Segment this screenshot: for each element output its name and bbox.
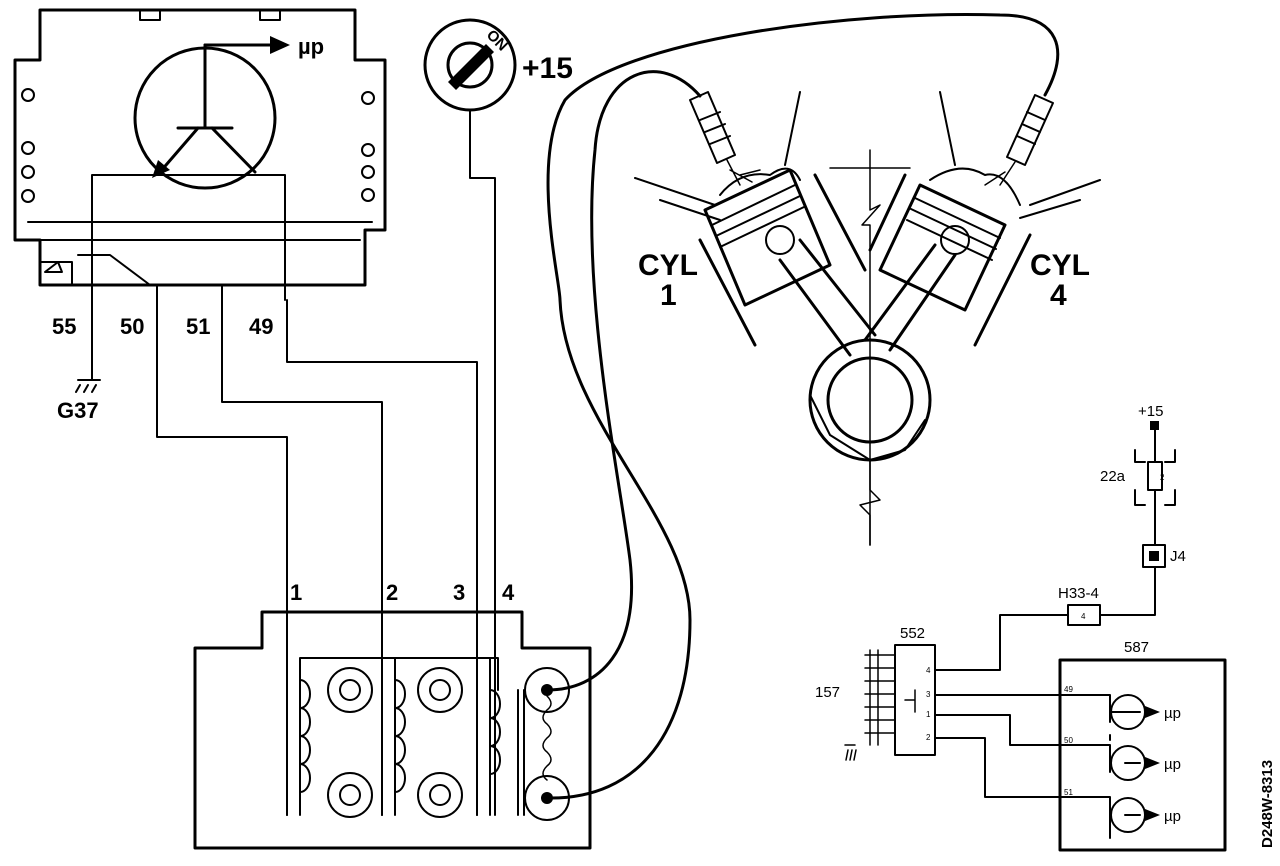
ignition-switch: ON <box>423 18 517 816</box>
terminal-51-label: 51 <box>186 314 210 339</box>
ecu-transistor-2 <box>1109 745 1160 781</box>
engine-cross-section <box>634 91 1101 546</box>
cylinder-1-number: 1 <box>660 279 677 312</box>
ignition-control-module: µp <box>13 8 387 287</box>
cylinder-4-label: CYL <box>1030 249 1090 282</box>
ground-label: G37 <box>57 398 99 423</box>
ecu-transistor-3 <box>1109 797 1160 839</box>
piston-cylinder-1 <box>698 167 867 347</box>
coil-terminal-2: 2 <box>386 580 398 605</box>
connector-pin-1: 1 <box>926 710 931 719</box>
splice-label: J4 <box>1170 548 1186 565</box>
ecu-pin-49: 49 <box>1064 685 1073 694</box>
terminal-49-label: 49 <box>249 314 273 339</box>
transistor-symbol <box>133 36 290 190</box>
detail-supply-label: +15 <box>1138 403 1163 420</box>
module-wiring <box>75 174 478 816</box>
high-tension-leads <box>545 13 1060 800</box>
connector-pin-2: 2 <box>926 733 931 742</box>
fuse-label: 22a <box>1100 468 1126 485</box>
terminal-55-label: 55 <box>52 314 76 339</box>
connector-pin-4: 4 <box>926 666 931 675</box>
spark-plug-cylinder-4 <box>984 94 1054 186</box>
connector-label: H33-4 <box>1058 585 1099 602</box>
ecu-output-1: µp <box>1164 705 1181 722</box>
coil-terminal-1: 1 <box>290 580 302 605</box>
ecu-label: 587 <box>1124 639 1149 656</box>
ecu-output-2: µp <box>1164 756 1181 773</box>
connector-pin: 4 <box>1081 612 1086 621</box>
ecu-transistor-1 <box>1109 694 1160 741</box>
cylinder-4-number: 4 <box>1050 279 1067 312</box>
ecu-pin-50: 50 <box>1064 736 1073 745</box>
figure-code: D248W-8313 <box>1259 760 1276 848</box>
spark-plug-cylinder-1 <box>689 91 761 186</box>
cylinder-1-label: CYL <box>638 249 698 282</box>
switch-supply-label: +15 <box>522 52 573 85</box>
fuse-number: 2 <box>1160 473 1165 482</box>
ecu-pin-51: 51 <box>1064 788 1073 797</box>
module-output-label: µp <box>298 34 324 59</box>
piston-cylinder-4 <box>868 167 1032 347</box>
coil-terminal-4: 4 <box>502 580 515 605</box>
coil-terminal-3: 3 <box>453 580 465 605</box>
ecu-output-3: µp <box>1164 808 1181 825</box>
coil-pack <box>193 610 592 850</box>
coil-label: 157 <box>815 684 840 701</box>
terminal-50-label: 50 <box>120 314 144 339</box>
connector-pin-3: 3 <box>926 690 931 699</box>
coil-connector-label: 552 <box>900 625 925 642</box>
detail-circuit <box>844 421 1227 852</box>
